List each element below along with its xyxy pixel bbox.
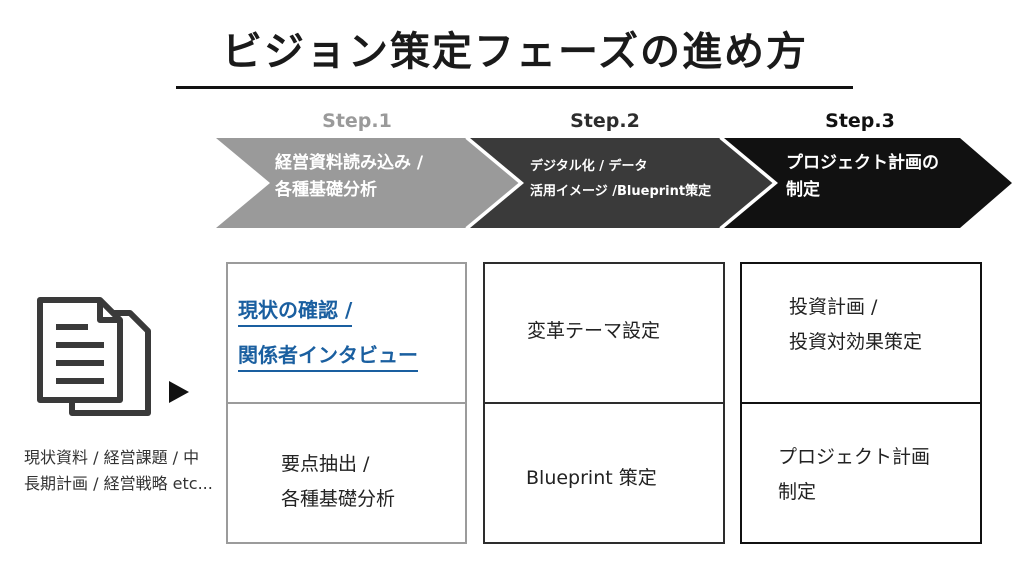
- step-1-bottom-line-1: 要点抽出 /: [281, 453, 370, 475]
- step-2-description: デジタル化 / データ 活用イメージ /Blueprint策定: [530, 155, 730, 204]
- step-2-chevron-outline: [719, 137, 776, 229]
- step-3-line-2: 制定: [786, 180, 820, 201]
- page-title: ビジョン策定フェーズの進め方: [222, 29, 808, 75]
- step-3-bottom-line-2: 制定: [778, 481, 817, 504]
- step-3-bottom-line-1: プロジェクト計画: [778, 446, 931, 468]
- step-2-line-1: デジタル化 / データ: [530, 159, 648, 174]
- step-1-chevron: [216, 138, 520, 228]
- step-2-label: Step.2: [570, 110, 640, 132]
- arrow-right-icon: [169, 381, 189, 403]
- step-1-line-2: 各種基礎分析: [275, 180, 377, 201]
- step-2-line-2: 活用イメージ /Blueprint策定: [530, 183, 712, 199]
- step-1-line-1: 経営資料読み込み /: [275, 153, 424, 173]
- step-3-top-box: [740, 262, 982, 404]
- step-1-highlight-line-2: 関係者インタビュー: [238, 342, 418, 372]
- step-3-top-line-1: 投資計画 /: [789, 296, 878, 318]
- step-2-bottom-box: [483, 402, 725, 544]
- step-1-highlight-line-1: 現状の確認 /: [238, 297, 353, 327]
- step-2-top-box: [483, 262, 725, 404]
- step-2-bottom-text: Blueprint 策定: [526, 467, 657, 489]
- step-3-bottom-box: [740, 402, 982, 544]
- step-1-chevron-outline: [465, 137, 522, 229]
- step-2-top-text: 変革テーマ設定: [527, 320, 661, 342]
- step-3-top-line-2: 投資対効果策定: [789, 331, 923, 354]
- step-1-top-box: [226, 262, 467, 404]
- step-2-chevron: [470, 138, 774, 228]
- step-3-label: Step.3: [825, 110, 895, 132]
- step-1-label: Step.1: [322, 110, 392, 132]
- title-underline: [176, 86, 853, 89]
- step-1-bottom-box: [226, 402, 467, 544]
- step-1-description: 経営資料読み込み / 各種基礎分析: [275, 150, 465, 204]
- step-3-line-1: プロジェクト計画の: [786, 153, 939, 173]
- step-3-top-text: 投資計画 / 投資対効果策定: [789, 290, 922, 360]
- step-3-bottom-text: プロジェクト計画 制定: [778, 440, 930, 510]
- step-1-bottom-text: 要点抽出 / 各種基礎分析: [281, 447, 395, 517]
- documents-icon: [37, 297, 151, 416]
- step-3-description: プロジェクト計画の 制定: [786, 150, 986, 204]
- documents-caption: 現状資料 / 経営課題 / 中長期計画 / 経営戦略 etc...: [24, 448, 213, 493]
- step-3-chevron: [724, 138, 1012, 228]
- step-1-bottom-line-2: 各種基礎分析: [281, 488, 396, 511]
